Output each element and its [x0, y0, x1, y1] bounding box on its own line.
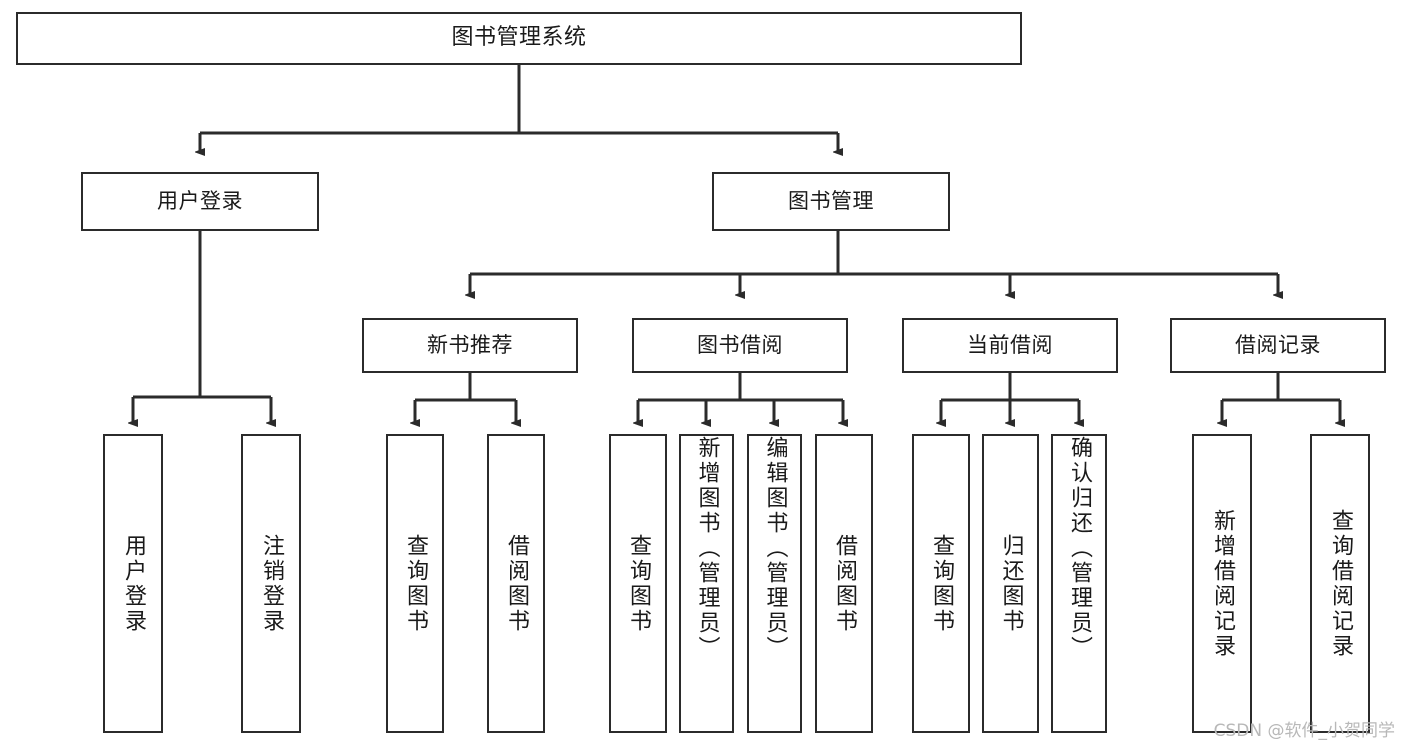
- node-new-book-recommend[interactable]: 新书推荐: [362, 318, 578, 373]
- node-leaf-query-book-1-label: 查询图书: [403, 533, 428, 634]
- node-new-book-recommend-label: 新书推荐: [427, 332, 513, 357]
- node-leaf-edit-book[interactable]: 编辑图书（管理员）: [747, 434, 802, 733]
- node-leaf-borrow-book-1[interactable]: 借阅图书: [487, 434, 545, 733]
- node-borrow-record[interactable]: 借阅记录: [1170, 318, 1386, 373]
- node-leaf-query-book-3-label: 查询图书: [929, 533, 954, 634]
- node-current-borrow[interactable]: 当前借阅: [902, 318, 1118, 373]
- node-leaf-add-book[interactable]: 新增图书（管理员）: [679, 434, 734, 733]
- node-user-login-label: 用户登录: [157, 188, 243, 213]
- node-leaf-query-book-3[interactable]: 查询图书: [912, 434, 970, 733]
- node-leaf-return-book[interactable]: 归还图书: [982, 434, 1039, 733]
- node-leaf-borrow-book-2[interactable]: 借阅图书: [815, 434, 873, 733]
- node-leaf-add-book-label: 新增图书（管理员）: [694, 436, 720, 661]
- node-book-borrow-label: 图书借阅: [697, 332, 783, 357]
- node-leaf-logout-label: 注销登录: [259, 533, 284, 634]
- node-leaf-user-login[interactable]: 用户登录: [103, 434, 163, 733]
- node-book-manage-label: 图书管理: [788, 188, 874, 213]
- watermark-text: CSDN @软件_小贺同学: [1213, 721, 1395, 741]
- node-book-manage[interactable]: 图书管理: [712, 172, 950, 231]
- node-root[interactable]: 图书管理系统: [16, 12, 1022, 65]
- node-leaf-query-book-2[interactable]: 查询图书: [609, 434, 667, 733]
- node-borrow-record-label: 借阅记录: [1235, 332, 1321, 357]
- node-leaf-query-book-1[interactable]: 查询图书: [386, 434, 444, 733]
- node-leaf-user-login-label: 用户登录: [121, 533, 146, 634]
- node-leaf-return-book-label: 归还图书: [998, 533, 1024, 634]
- node-leaf-borrow-book-1-label: 借阅图书: [504, 533, 529, 634]
- node-user-login[interactable]: 用户登录: [81, 172, 319, 231]
- node-leaf-borrow-book-2-label: 借阅图书: [832, 533, 857, 634]
- node-book-borrow[interactable]: 图书借阅: [632, 318, 848, 373]
- node-leaf-logout[interactable]: 注销登录: [241, 434, 301, 733]
- node-leaf-confirm-return-label: 确认归还（管理员）: [1067, 436, 1092, 661]
- node-current-borrow-label: 当前借阅: [967, 332, 1053, 357]
- node-leaf-query-record[interactable]: 查询借阅记录: [1310, 434, 1370, 733]
- node-leaf-query-record-label: 查询借阅记录: [1328, 508, 1353, 659]
- node-leaf-add-record[interactable]: 新增借阅记录: [1192, 434, 1252, 733]
- node-leaf-add-record-label: 新增借阅记录: [1210, 508, 1235, 659]
- node-root-label: 图书管理系统: [451, 25, 587, 51]
- node-leaf-confirm-return[interactable]: 确认归还（管理员）: [1051, 434, 1107, 733]
- node-leaf-edit-book-label: 编辑图书（管理员）: [762, 436, 788, 661]
- node-leaf-query-book-2-label: 查询图书: [626, 533, 651, 634]
